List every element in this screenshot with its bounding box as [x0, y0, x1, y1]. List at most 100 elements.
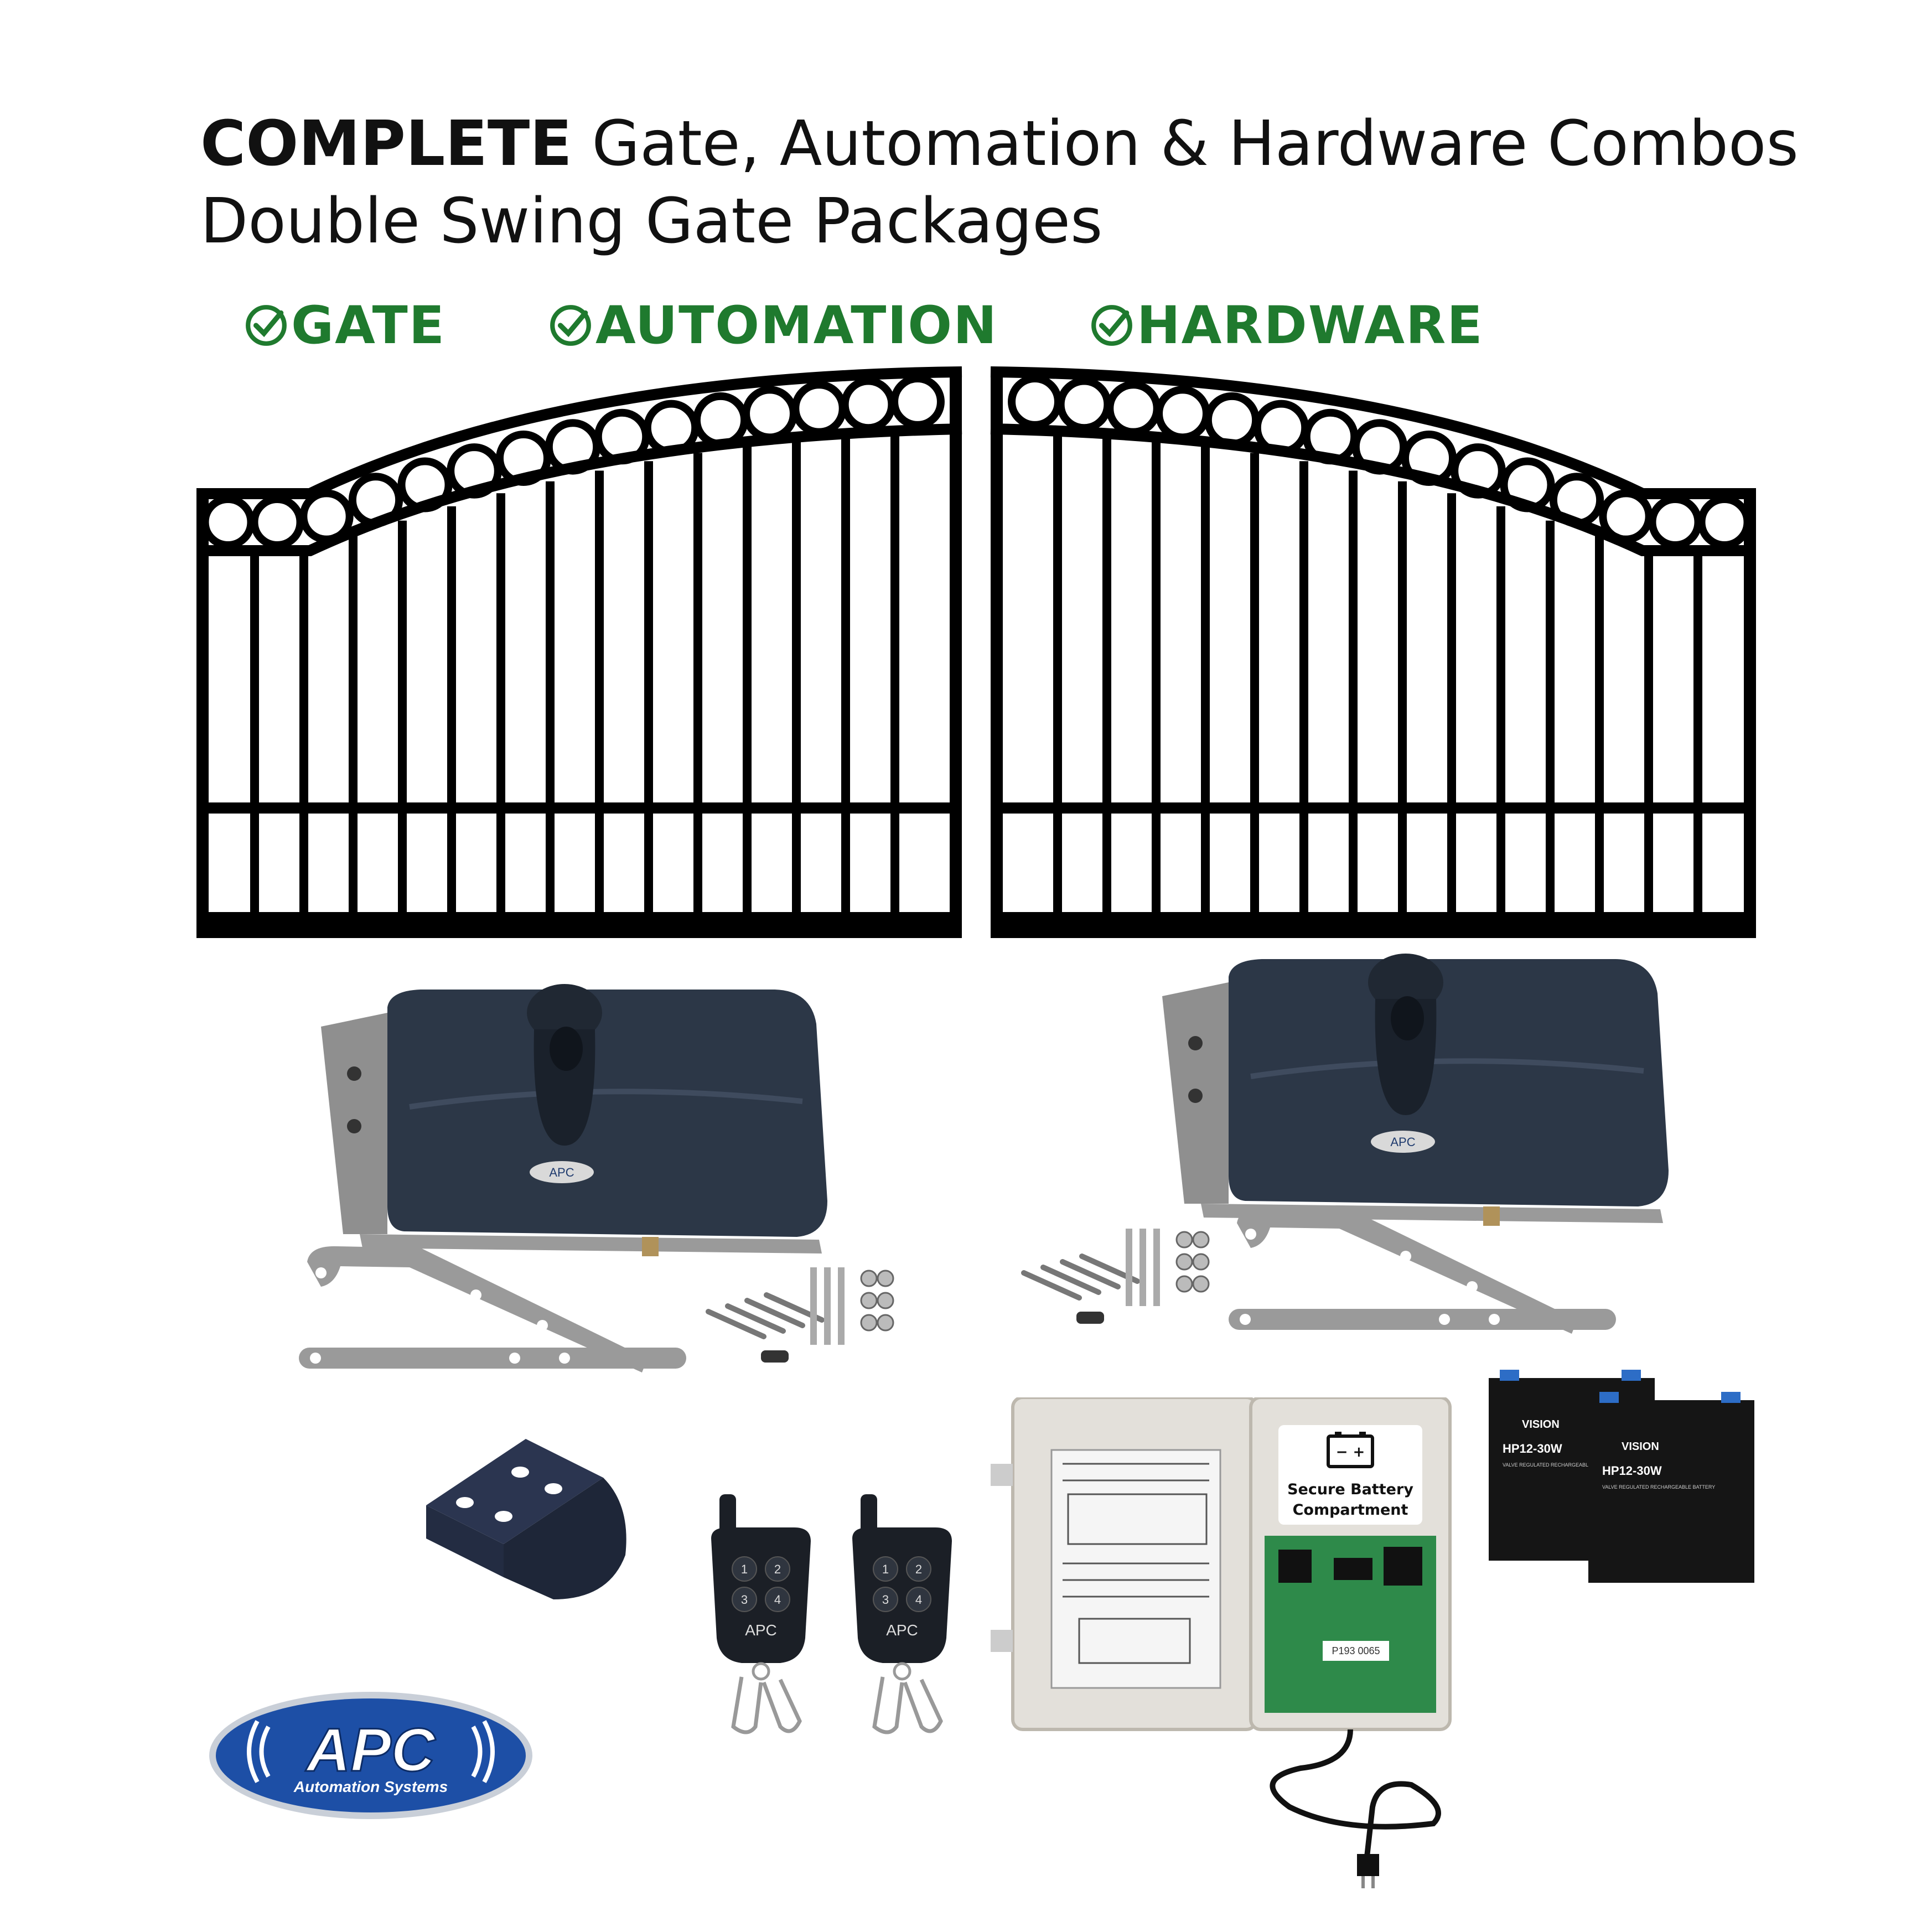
title-rest: Gate, Automation & Hardware Combos	[592, 108, 1799, 180]
gate-picket	[841, 435, 850, 919]
gate-ring	[791, 381, 847, 436]
bolt-kit-left	[706, 1267, 894, 1363]
svg-text:1: 1	[882, 1562, 889, 1576]
gate-ring	[495, 430, 552, 486]
gate-ring	[1599, 489, 1653, 543]
battery-icon: − +	[1327, 1432, 1374, 1468]
gate-ring	[1500, 457, 1555, 512]
svg-text:VALVE REGULATED RECHARGEABLE B: VALVE REGULATED RECHARGEABLE BATTERY	[1503, 1462, 1615, 1468]
gate-stop-bracket	[426, 1439, 626, 1599]
gate-picket	[693, 453, 702, 919]
svg-text:2: 2	[774, 1562, 781, 1576]
gate-ring	[742, 386, 797, 442]
svg-text:HP12-30W: HP12-30W	[1602, 1464, 1662, 1478]
gate-ring	[1451, 443, 1506, 499]
svg-text:APC: APC	[1390, 1135, 1415, 1149]
title-bold: COMPLETE	[200, 108, 572, 180]
svg-text:P193 0065: P193 0065	[1332, 1645, 1380, 1656]
page-subtitle: Double Swing Gate Packages	[200, 185, 1103, 257]
gate-picket	[1693, 551, 1702, 919]
gate-arm-right	[1229, 1207, 1616, 1334]
svg-text:APC: APC	[549, 1166, 574, 1179]
gate-motor-right: APC	[1162, 954, 1669, 1226]
gate-picket	[349, 536, 358, 919]
gate-leaf-right	[991, 372, 1756, 938]
gate-picket	[1447, 493, 1456, 919]
page-title: COMPLETE Gate, Automation & Hardware Com…	[200, 105, 1799, 183]
gate-picket	[1053, 432, 1062, 919]
control-box: − + Secure Battery Compartment P193 0065	[991, 1397, 1452, 1888]
gate-ring	[447, 443, 502, 499]
gate-ring	[1155, 386, 1210, 442]
gate-ring	[348, 473, 403, 527]
gate-arm-left	[299, 1246, 686, 1372]
gate-ring	[250, 495, 304, 549]
gate-picket	[890, 432, 899, 919]
svg-text:Automation Systems: Automation Systems	[293, 1778, 448, 1795]
gate-ring	[201, 495, 255, 549]
gate-ring	[1106, 381, 1161, 436]
svg-text:4: 4	[774, 1593, 781, 1607]
gate-picket	[595, 470, 604, 919]
feature-gate-label: GATE	[291, 295, 446, 356]
gate-ring	[397, 457, 453, 512]
feature-automation: AUTOMATION	[548, 292, 998, 359]
svg-text:1: 1	[741, 1562, 748, 1576]
gate-picket	[1546, 520, 1555, 919]
gate-picket	[1299, 461, 1308, 919]
svg-text:Compartment: Compartment	[1293, 1501, 1408, 1519]
gate-ring	[1401, 430, 1457, 486]
gate-ring	[1697, 495, 1752, 549]
gate-picket	[1644, 551, 1653, 919]
gate-picket	[496, 493, 505, 919]
gate-ring	[890, 375, 945, 429]
gate-picket	[546, 481, 555, 919]
gate-picket	[644, 461, 653, 919]
svg-text:4: 4	[915, 1593, 922, 1607]
svg-text:3: 3	[882, 1593, 889, 1607]
feature-hardware-label: HARDWARE	[1137, 295, 1484, 356]
gate-picket	[1398, 481, 1407, 919]
gate-ring	[1056, 377, 1112, 432]
motor-badge: APC	[1371, 1131, 1435, 1153]
gate-ring	[1549, 473, 1604, 527]
check-circle-icon	[1091, 305, 1132, 346]
gate-picket	[792, 439, 801, 919]
gate-leaf-left	[196, 372, 962, 938]
remote-control-1: 1 2 3 4 APC	[711, 1494, 811, 1734]
gate-motor-left: APC	[321, 984, 827, 1256]
gate-picket	[1496, 506, 1505, 919]
svg-text:− +: − +	[1336, 1444, 1365, 1460]
gate-picket	[1349, 470, 1358, 919]
svg-text:APC: APC	[886, 1622, 918, 1639]
svg-text:VISION: VISION	[1622, 1441, 1659, 1453]
svg-text:3: 3	[741, 1593, 748, 1607]
gate-ring	[692, 392, 749, 448]
feature-gate: GATE	[244, 292, 446, 359]
gate-picket	[447, 506, 456, 919]
gate-picket	[398, 520, 407, 919]
gate-picket	[1201, 446, 1210, 919]
remote-control-2: 1 2 3 4 APC	[852, 1494, 952, 1734]
gate-picket	[1102, 435, 1111, 919]
gate-ring	[643, 400, 700, 456]
feature-hardware: HARDWARE	[1089, 292, 1484, 359]
gate-ring	[1008, 375, 1062, 429]
gate-picket	[1595, 536, 1604, 919]
feature-automation-label: AUTOMATION	[595, 295, 998, 356]
svg-text:Secure Battery: Secure Battery	[1287, 1481, 1413, 1498]
svg-text:HP12-30W: HP12-30W	[1503, 1442, 1562, 1456]
svg-text:VISION: VISION	[1522, 1418, 1560, 1431]
motor-badge: APC	[530, 1161, 594, 1183]
double-swing-gate-illustration	[0, 0, 1932, 952]
gate-ring	[841, 377, 896, 432]
check-circle-icon	[246, 305, 287, 346]
battery-2: VISION HP12-30W VALVE REGULATED RECHARGE…	[1588, 1392, 1754, 1583]
gate-picket	[1250, 453, 1259, 919]
svg-text:2: 2	[915, 1562, 922, 1576]
apc-logo: APC Automation Systems	[209, 1692, 532, 1819]
gate-ring	[1204, 392, 1260, 448]
gate-picket	[299, 551, 308, 919]
svg-text:APC: APC	[305, 1716, 436, 1784]
check-circle-icon	[550, 305, 591, 346]
